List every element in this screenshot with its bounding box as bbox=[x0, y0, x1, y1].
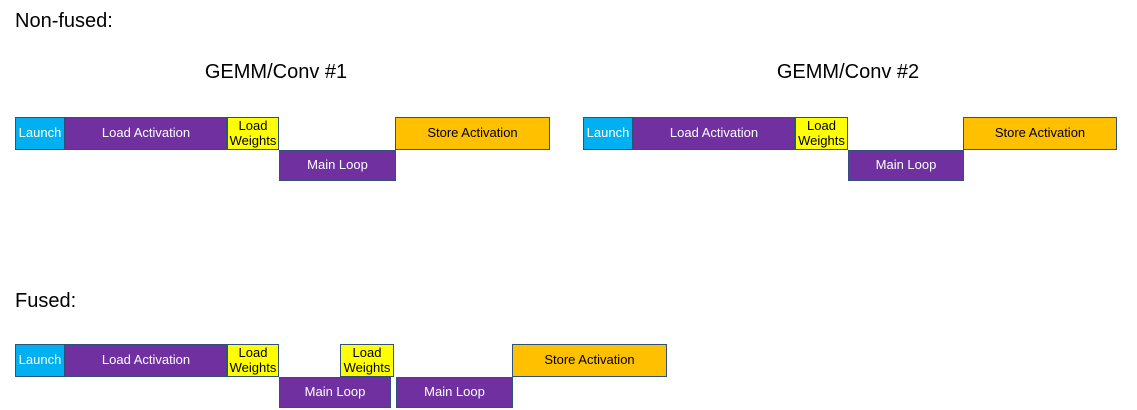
group2-title: GEMM/Conv #2 bbox=[776, 61, 920, 83]
fused-store-activation-block: Store Activation bbox=[512, 344, 667, 377]
fused-heading: Fused: bbox=[15, 290, 77, 312]
nonfused-g2-load-activation-block: Load Activation bbox=[633, 117, 795, 150]
fused-load-weights-2-block: Load Weights bbox=[340, 344, 394, 377]
fused-load-weights-1-block: Load Weights bbox=[227, 344, 279, 377]
fused-launch-block: Launch bbox=[15, 344, 65, 377]
group1-title: GEMM/Conv #1 bbox=[204, 61, 348, 83]
nonfused-heading: Non-fused: bbox=[15, 10, 113, 32]
fused-main-loop-1-block: Main Loop bbox=[279, 377, 391, 408]
nonfused-g1-load-activation-block: Load Activation bbox=[65, 117, 227, 150]
nonfused-g2-store-activation-block: Store Activation bbox=[963, 117, 1117, 150]
nonfused-g1-store-activation-block: Store Activation bbox=[395, 117, 550, 150]
fused-load-activation-block: Load Activation bbox=[65, 344, 227, 377]
nonfused-g2-launch-block: Launch bbox=[583, 117, 633, 150]
nonfused-g1-main-loop-block: Main Loop bbox=[279, 150, 396, 181]
fused-main-loop-2-block: Main Loop bbox=[396, 377, 513, 408]
nonfused-g2-main-loop-block: Main Loop bbox=[848, 150, 964, 181]
nonfused-g1-launch-block: Launch bbox=[15, 117, 65, 150]
nonfused-g2-load-weights-block: Load Weights bbox=[795, 117, 848, 150]
nonfused-g1-load-weights-block: Load Weights bbox=[227, 117, 279, 150]
